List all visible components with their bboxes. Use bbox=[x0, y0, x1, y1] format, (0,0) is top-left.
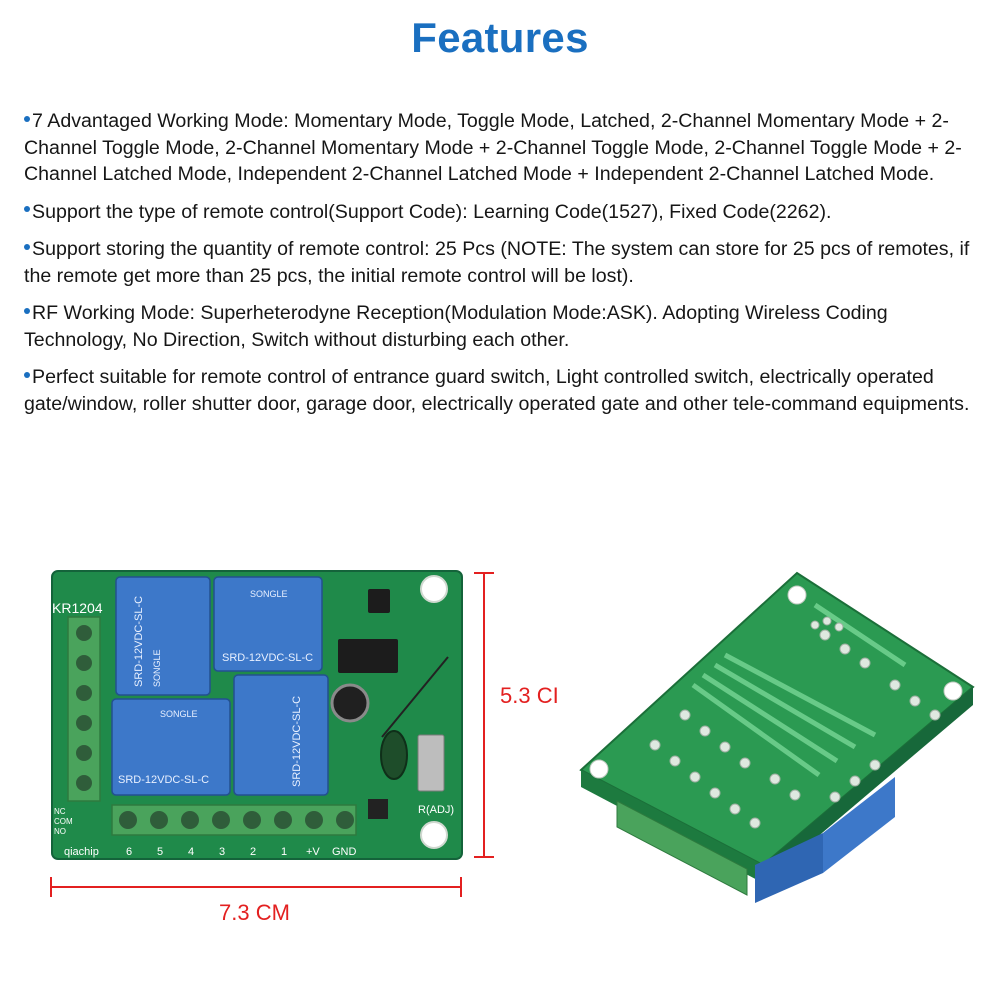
bullet-icon bbox=[24, 371, 30, 378]
feature-text: Support the type of remote control(Suppo… bbox=[32, 200, 832, 223]
svg-text:SONGLE: SONGLE bbox=[250, 589, 288, 599]
feature-text: 7 Advantaged Working Mode: Momentary Mod… bbox=[24, 110, 962, 185]
feature-text: RF Working Mode: Superheterodyne Recepti… bbox=[24, 302, 888, 351]
svg-text:NC: NC bbox=[54, 807, 66, 816]
svg-text:4: 4 bbox=[188, 846, 194, 858]
feature-text: Perfect suitable for remote control of e… bbox=[24, 366, 970, 415]
svg-text:3: 3 bbox=[219, 846, 225, 858]
feature-item: RF Working Mode: Superheterodyne Recepti… bbox=[22, 300, 984, 353]
svg-text:+V: +V bbox=[306, 846, 320, 858]
height-dimension-line bbox=[474, 572, 494, 858]
antenna-coil bbox=[380, 730, 408, 780]
rf-module bbox=[417, 734, 445, 792]
bullet-icon bbox=[24, 243, 30, 250]
bullet-icon bbox=[24, 115, 30, 122]
feature-item: Support the type of remote control(Suppo… bbox=[22, 199, 984, 226]
bottom-terminal-screws bbox=[119, 811, 354, 829]
svg-text:SRD-12VDC-SL-C: SRD-12VDC-SL-C bbox=[291, 696, 303, 787]
feature-item: Perfect suitable for remote control of e… bbox=[22, 364, 984, 417]
svg-text:R(ADJ): R(ADJ) bbox=[418, 804, 454, 816]
svg-text:NO: NO bbox=[54, 827, 66, 836]
left-terminal-screws bbox=[76, 625, 92, 791]
feature-item: Support storing the quantity of remote c… bbox=[22, 236, 984, 289]
svg-text:SRD-12VDC-SL-C: SRD-12VDC-SL-C bbox=[222, 652, 313, 664]
antenna-wire bbox=[381, 656, 449, 738]
svg-text:SONGLE: SONGLE bbox=[160, 709, 198, 719]
svg-text:GND: GND bbox=[332, 846, 357, 858]
bullet-icon bbox=[24, 206, 30, 213]
relay-1: SRD-12VDC-SL-C SONGLE bbox=[115, 576, 211, 696]
relay-3: SRD-12VDC-SL-C SONGLE bbox=[111, 698, 231, 796]
svg-text:1: 1 bbox=[281, 846, 287, 858]
svg-text:5: 5 bbox=[157, 846, 163, 858]
decoder-chip bbox=[338, 639, 398, 673]
relay-4: SRD-12VDC-SL-C bbox=[233, 674, 329, 796]
board-front-image: KR1204 SRD-12VDC-SL-C SONGLE SRD-12VDC-S… bbox=[51, 570, 463, 860]
page-title: Features bbox=[411, 14, 589, 61]
width-label: 7.3 CM bbox=[219, 900, 290, 925]
height-label: 5.3 CI bbox=[500, 683, 559, 708]
bullet-icon bbox=[24, 307, 30, 314]
model-label: KR1204 bbox=[52, 600, 103, 616]
feature-text: Support storing the quantity of remote c… bbox=[24, 238, 970, 287]
relay-2: SRD-12VDC-SL-C SONGLE bbox=[213, 576, 323, 672]
svg-text:2: 2 bbox=[250, 846, 256, 858]
svg-text:SONGLE: SONGLE bbox=[152, 649, 162, 687]
small-chip bbox=[368, 589, 390, 613]
learn-button bbox=[368, 799, 388, 819]
svg-text:COM: COM bbox=[54, 817, 73, 826]
capacitor bbox=[330, 683, 370, 723]
solder-pads bbox=[649, 616, 941, 829]
width-dimension-line bbox=[50, 877, 462, 897]
svg-text:qiachip: qiachip bbox=[64, 846, 99, 858]
svg-text:SRD-12VDC-SL-C: SRD-12VDC-SL-C bbox=[118, 774, 209, 786]
feature-item: 7 Advantaged Working Mode: Momentary Mod… bbox=[22, 108, 984, 188]
features-list: 7 Advantaged Working Mode: Momentary Mod… bbox=[22, 108, 984, 428]
svg-text:SRD-12VDC-SL-C: SRD-12VDC-SL-C bbox=[133, 596, 145, 687]
pcb-traces bbox=[691, 602, 907, 778]
terminal-labels: 6 5 4 3 2 1 +V GND bbox=[126, 846, 357, 858]
board-back-image bbox=[579, 571, 975, 903]
svg-text:6: 6 bbox=[126, 846, 132, 858]
